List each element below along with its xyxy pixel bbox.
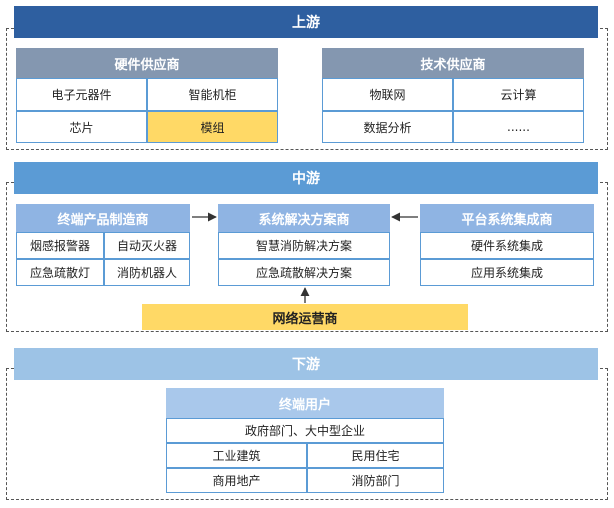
upstream-title: 上游 [292,15,320,31]
hardware-item-highlight: 模组 [147,111,278,143]
end-user-header: 终端用户 [166,388,444,418]
tech-item: 云计算 [453,78,584,111]
solution-provider-title: 系统解决方案商 [258,212,350,228]
end-user-item: 商用地产 [166,468,307,493]
solution-provider-header: 系统解决方案商 [218,204,390,232]
hardware-supplier-header: 硬件供应商 [16,48,278,78]
terminal-item: 自动灭火器 [104,232,190,259]
tech-item: 数据分析 [322,111,453,143]
platform-item: 硬件系统集成 [420,232,594,259]
tech-item: 物联网 [322,78,453,111]
midstream-band: 中游 [14,162,598,194]
network-operator-box: 网络运营商 [142,304,468,330]
end-user-title: 终端用户 [278,397,331,413]
end-user-item: 消防部门 [307,468,444,493]
network-operator-title: 网络运营商 [272,311,338,327]
terminal-manufacturer-title: 终端产品制造商 [57,212,149,228]
end-user-item: 工业建筑 [166,443,307,468]
hardware-item: 芯片 [16,111,147,143]
platform-item: 应用系统集成 [420,259,594,286]
upstream-band: 上游 [14,6,598,38]
terminal-item: 烟感报警器 [16,232,104,259]
tech-supplier-title: 技术供应商 [420,57,486,73]
terminal-item: 消防机器人 [104,259,190,286]
platform-integrator-title: 平台系统集成商 [461,212,553,228]
hardware-item: 电子元器件 [16,78,147,111]
tech-item: ...... [453,111,584,143]
midstream-title: 中游 [292,171,320,187]
platform-integrator-header: 平台系统集成商 [420,204,594,232]
end-user-item: 民用住宅 [307,443,444,468]
downstream-title: 下游 [292,357,320,373]
terminal-manufacturer-header: 终端产品制造商 [16,204,190,232]
downstream-band: 下游 [14,348,598,380]
hardware-item: 智能机柜 [147,78,278,111]
solution-item: 智慧消防解决方案 [218,232,390,259]
solution-item: 应急疏散解决方案 [218,259,390,286]
end-user-wide-item: 政府部门、大中型企业 [166,418,444,443]
terminal-item: 应急疏散灯 [16,259,104,286]
tech-supplier-header: 技术供应商 [322,48,584,78]
hardware-supplier-title: 硬件供应商 [114,57,180,73]
